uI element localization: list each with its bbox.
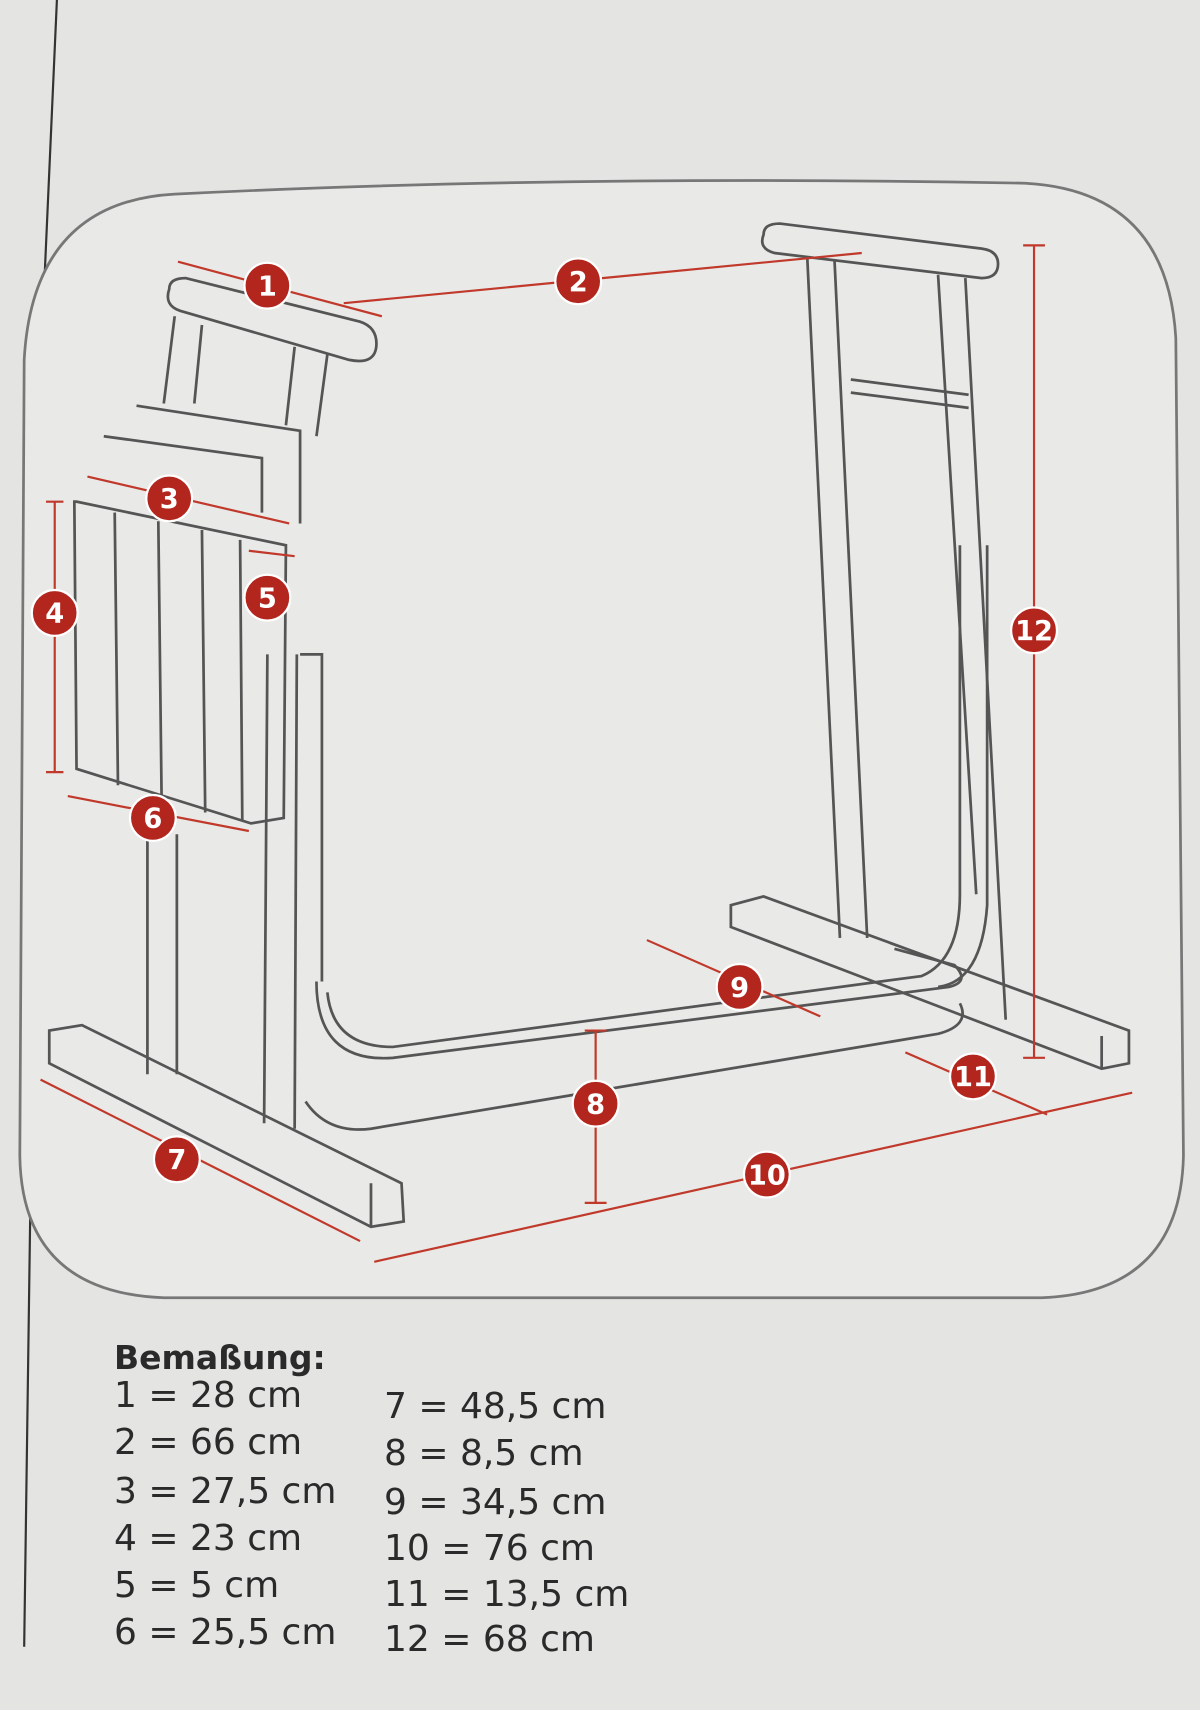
frame — [18, 179, 1185, 1300]
marker-label: 3 — [160, 484, 179, 515]
legend-entry: 12 = 68 cm — [384, 1619, 595, 1660]
legend-title: Bemaßung: — [114, 1338, 326, 1377]
marker-circle — [1010, 606, 1059, 655]
marker-label: 11 — [954, 1062, 992, 1093]
marker-circle — [128, 793, 177, 842]
marker-label: 12 — [1015, 616, 1053, 647]
page-edge — [23, 1177, 32, 1647]
marker-circle — [243, 261, 292, 310]
marker-circle — [30, 588, 79, 637]
marker-circle — [145, 474, 194, 523]
legend-entry: 2 = 66 cm — [114, 1422, 303, 1463]
rack-drawing — [47, 222, 1131, 1229]
marker-label: 9 — [730, 973, 749, 1004]
marker-circle — [742, 1150, 791, 1199]
marker-label: 10 — [748, 1160, 786, 1191]
marker-circle — [571, 1079, 620, 1128]
legend-entry: 1 = 28 cm — [114, 1375, 303, 1416]
marker-circle — [715, 962, 764, 1011]
legend-entry: 11 = 13,5 cm — [384, 1574, 630, 1615]
legend-entry: 3 = 27,5 cm — [114, 1471, 337, 1512]
marker-label: 2 — [569, 267, 588, 298]
legend-entry: 8 = 8,5 cm — [384, 1433, 584, 1474]
page-edge — [42, 0, 58, 295]
marker-label: 7 — [167, 1145, 186, 1176]
legend-entry: 7 = 48,5 cm — [384, 1386, 607, 1427]
marker-label: 1 — [258, 272, 277, 303]
marker-label: 4 — [45, 599, 64, 630]
legend-entry: 10 = 76 cm — [384, 1528, 595, 1569]
marker-circle — [948, 1052, 997, 1101]
marker-label: 8 — [586, 1089, 605, 1120]
marker-circle — [152, 1135, 201, 1184]
legend-entry: 4 = 23 cm — [114, 1518, 303, 1559]
marker-circle — [243, 573, 292, 622]
marker-circle — [554, 257, 603, 306]
legend-entry: 6 = 25,5 cm — [114, 1612, 337, 1653]
marker-label: 6 — [143, 804, 162, 835]
marker-label: 5 — [258, 583, 277, 614]
legend-entry: 9 = 34,5 cm — [384, 1482, 607, 1523]
legend-entry: 5 = 5 cm — [114, 1565, 280, 1606]
